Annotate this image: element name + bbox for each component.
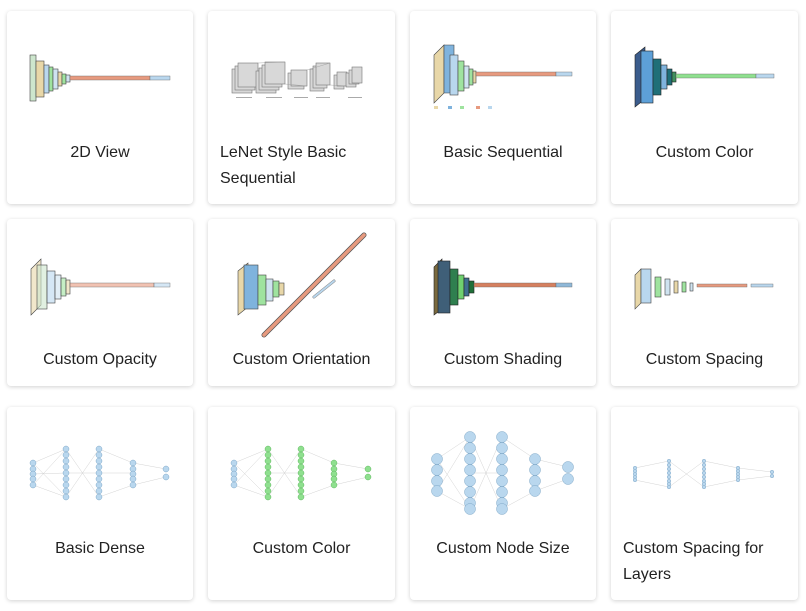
custom-spacing-layers-thumbnail xyxy=(632,458,775,490)
card-basic-sequential[interactable]: Basic Sequential xyxy=(410,11,596,204)
card-title: LeNet Style Basic Sequential xyxy=(220,144,347,187)
card-lenet-style[interactable]: LeNet Style Basic Sequential xyxy=(208,11,395,204)
card-title: Custom Orientation xyxy=(232,351,371,368)
card-custom-orientation[interactable]: Custom Orientation xyxy=(208,219,395,386)
card-title: Custom Color xyxy=(655,144,754,161)
custom-opacity-thumbnail xyxy=(30,258,171,316)
card-title: Custom Shading xyxy=(443,351,563,368)
card-title: Custom Opacity xyxy=(43,351,157,368)
card-custom-node-size[interactable]: Custom Node Size xyxy=(410,407,596,600)
card-custom-shading[interactable]: Custom Shading xyxy=(410,219,596,386)
custom-shading-thumbnail xyxy=(433,258,573,316)
card-custom-color[interactable]: Custom Color xyxy=(611,11,798,204)
card-title: Custom Spacing xyxy=(645,351,764,368)
card-2d-view[interactable]: 2D View xyxy=(7,11,193,204)
custom-spacing-thumbnail xyxy=(634,268,774,310)
lenet-thumbnail xyxy=(231,61,363,98)
basic-dense-thumbnail xyxy=(29,445,170,501)
custom-orientation-thumbnail xyxy=(237,232,367,338)
basic-sequential-thumbnail xyxy=(433,44,573,109)
card-custom-opacity[interactable]: Custom Opacity xyxy=(7,219,193,386)
card-dense-custom-color[interactable]: Custom Color xyxy=(208,407,395,600)
card-custom-spacing-layers[interactable]: Custom Spacing for Layers xyxy=(611,407,798,600)
2d-view-thumbnail xyxy=(29,54,171,102)
card-title: Basic Dense xyxy=(55,540,145,557)
card-title: 2D View xyxy=(70,144,130,161)
dense-custom-color-thumbnail xyxy=(230,445,372,501)
custom-color-thumbnail xyxy=(634,46,775,108)
card-custom-spacing[interactable]: Custom Spacing xyxy=(611,219,798,386)
custom-node-size-thumbnail xyxy=(431,431,574,515)
card-basic-dense[interactable]: Basic Dense xyxy=(7,407,193,600)
card-title: Custom Node Size xyxy=(436,540,570,557)
card-title: Custom Spacing for Layers xyxy=(623,540,764,583)
card-title: Custom Color xyxy=(252,540,351,557)
card-title: Basic Sequential xyxy=(443,144,563,161)
